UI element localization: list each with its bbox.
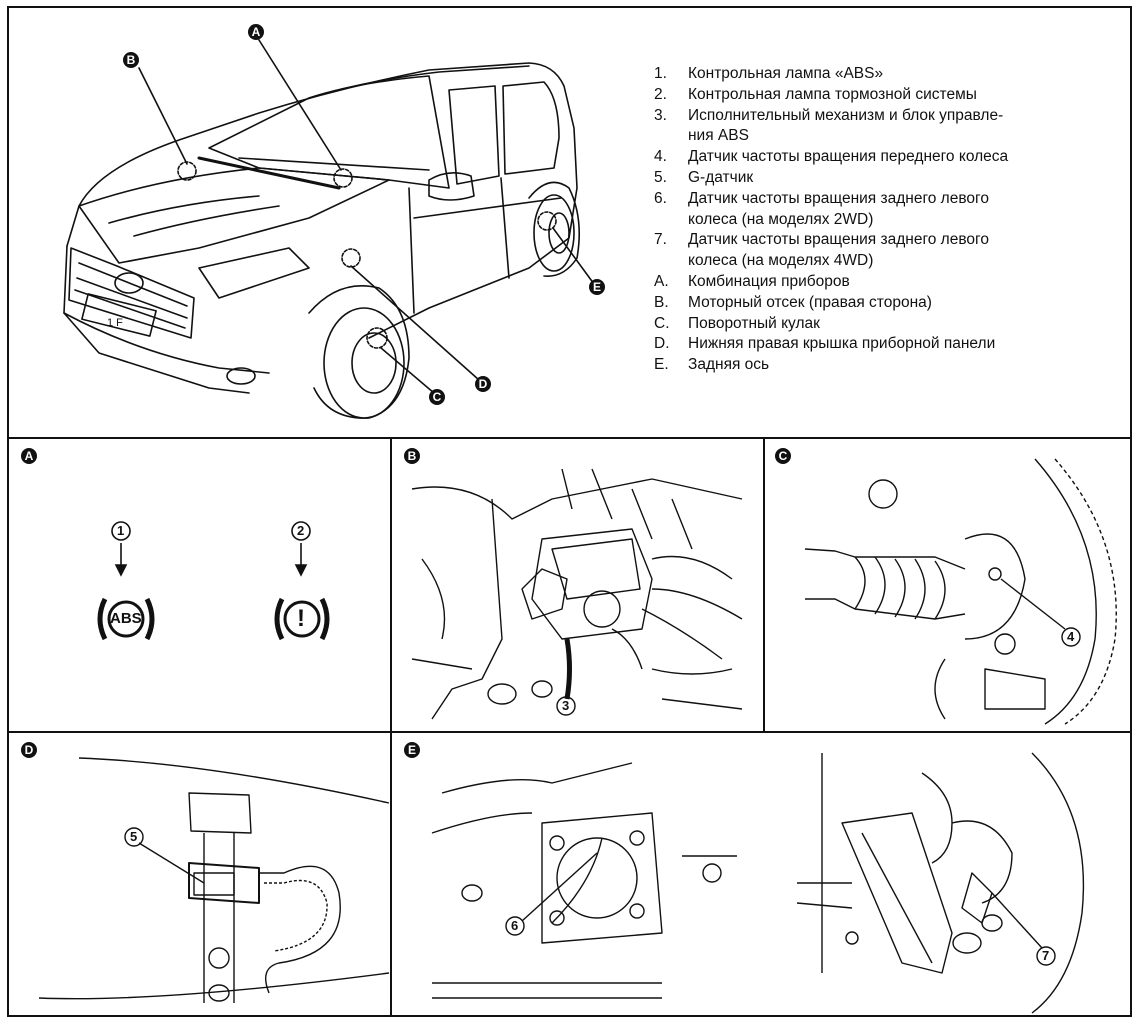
callout-b: B (123, 52, 139, 68)
callout-d: D (475, 376, 491, 392)
svg-text:1 F: 1 F (107, 317, 123, 329)
actuator-number: 3 (562, 698, 570, 713)
legend-item: 6. Датчик частоты вращения заднего левого (654, 189, 1114, 210)
divider-middle (7, 731, 1132, 733)
callout-c: C (429, 389, 445, 405)
panel-b-engine-bay: B 3 (392, 439, 763, 731)
panel-c-badge: C (775, 448, 791, 464)
legend-item: 4. Датчик частоты вращения переднего коле… (654, 147, 1114, 168)
legend-text: колеса (на моделях 4WD) (688, 252, 874, 270)
callout-e: E (589, 279, 605, 295)
legend-key: 5. (654, 168, 667, 186)
legend-text: Исполнительный механизм и блок управле- (688, 106, 1004, 124)
legend-key (654, 126, 688, 147)
g-sensor-illustration (38, 757, 390, 1003)
legend-text: Датчик частоты вращения заднего левого (688, 189, 989, 207)
abs-lamp-label: ABS (110, 610, 142, 627)
legend-key: A. (654, 272, 669, 290)
legend-text: Поворотный кулак (688, 314, 820, 332)
legend-list: 1. Контрольная лампа «ABS» 2. Контрольная л… (654, 64, 1114, 376)
legend-text: Датчик частоты вращения переднего колеса (688, 148, 1009, 166)
lamp-2-number: 2 (297, 523, 305, 538)
panel-d-badge: D (21, 742, 37, 758)
legend-item: колеса (на моделях 2WD) (654, 210, 1114, 231)
legend-key (654, 251, 688, 272)
panel-a-badge: A (21, 448, 37, 464)
legend-key: 2. (654, 85, 667, 103)
legend-text: Комбинация приборов (688, 272, 850, 290)
panel-a-instrument-cluster: A 1 2 ABS ! (9, 439, 390, 731)
legend-key: 4. (654, 148, 667, 166)
panel-b-badge: B (404, 448, 420, 464)
panel-e-badge: E (404, 742, 420, 758)
front-sensor-number: 4 (1067, 629, 1075, 644)
legend-text: G-датчик (688, 168, 754, 186)
car-illustration: 1 F (63, 39, 595, 419)
legend-key: E. (654, 356, 669, 374)
abs-actuator-illustration (411, 468, 743, 720)
sensor-4wd-number: 7 (1042, 948, 1050, 963)
legend-key: D. (654, 335, 670, 353)
g-sensor-number: 5 (130, 829, 138, 844)
legend-item: 3. Исполнительный механизм и блок управле… (654, 106, 1114, 127)
legend-item: 7. Датчик частоты вращения заднего левого (654, 230, 1114, 251)
legend-text: Датчик частоты вращения заднего левого (688, 231, 989, 249)
car-overview: 1 F B A D C E (9, 8, 649, 436)
legend-key: C. (654, 314, 670, 332)
front-sensor-illustration (804, 458, 1117, 725)
panel-c-steering-knuckle: C 4 (765, 439, 1130, 731)
legend-key: 6. (654, 189, 667, 207)
panel-e-rear-axle: E 6 7 (392, 733, 1130, 1015)
divider-col-2-top (763, 437, 765, 733)
legend-item: ния ABS (654, 126, 1114, 147)
legend-key (654, 210, 688, 231)
legend-text: Контрольная лампа тормозной системы (688, 85, 977, 103)
legend-item: 2. Контрольная лампа тормозной системы (654, 85, 1114, 106)
divider-col-1 (390, 437, 392, 1017)
panel-d-g-sensor: D 5 (9, 733, 390, 1015)
legend-text: Задняя ось (688, 356, 770, 374)
legend-item: A. Комбинация приборов (654, 272, 1114, 293)
divider-top (7, 437, 1132, 439)
brake-lamp-label: ! (297, 605, 305, 632)
sensor-2wd-number: 6 (511, 918, 519, 933)
legend-text: Контрольная лампа «ABS» (688, 65, 884, 82)
legend-key: 1. (654, 65, 667, 82)
legend-key: 7. (654, 231, 667, 249)
lamp-1-number: 1 (117, 523, 125, 538)
callout-a: A (248, 24, 264, 40)
warning-lamps-illustration (97, 521, 330, 641)
legend-item: 1. Контрольная лампа «ABS» (654, 64, 1114, 85)
legend-text: Нижняя правая крышка приборной панели (688, 335, 996, 353)
legend-item: D. Нижняя правая крышка приборной панели (654, 334, 1114, 355)
legend-item: E. Задняя ось (654, 355, 1114, 376)
legend-text: колеса (на моделях 2WD) (688, 210, 874, 228)
legend-item: 5. G-датчик (654, 168, 1114, 189)
legend-key: B. (654, 293, 669, 311)
legend-text: Моторный отсек (правая сторона) (688, 293, 932, 311)
legend-item: B. Моторный отсек (правая сторона) (654, 293, 1114, 314)
rear-sensors-illustration (431, 752, 1085, 1014)
legend-text: ния ABS (688, 127, 749, 145)
legend-key: 3. (654, 106, 667, 124)
legend-item: колеса (на моделях 4WD) (654, 251, 1114, 272)
legend-item: C. Поворотный кулак (654, 314, 1114, 335)
